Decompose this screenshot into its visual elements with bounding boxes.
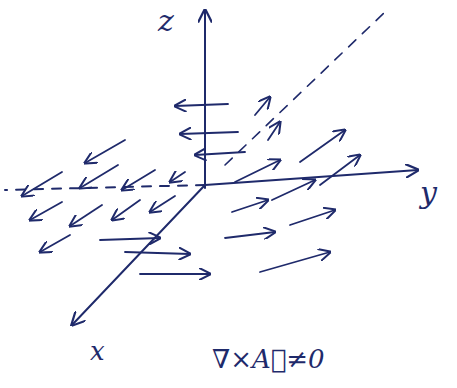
diagonal-guide bbox=[225, 12, 385, 165]
x-axis bbox=[72, 185, 205, 325]
field-arrows bbox=[22, 97, 360, 274]
z-axis bbox=[204, 10, 206, 188]
curl-note: ∇×A⃗≠0 bbox=[212, 346, 325, 372]
axis-label: z bbox=[158, 6, 174, 36]
axis-label: y bbox=[420, 178, 437, 208]
axis-label: x bbox=[90, 338, 105, 364]
y-axis bbox=[205, 170, 418, 185]
